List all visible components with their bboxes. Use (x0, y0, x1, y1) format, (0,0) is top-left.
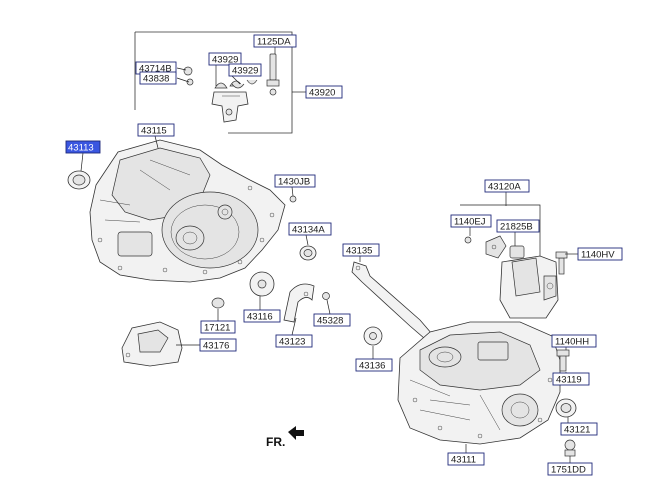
bracket-43176-part (121, 321, 183, 367)
part-label-text: 1140EJ (454, 217, 486, 228)
part-label-43929-b[interactable]: 43929 (228, 63, 262, 77)
part-label-text: 21825B (500, 222, 533, 233)
part-label-text: 43135 (346, 246, 372, 257)
bolt-43119-part (556, 349, 570, 372)
bolt-1140ej-part (464, 236, 472, 244)
part-label-text: 43136 (359, 361, 385, 372)
part-label-43929-a[interactable]: 43929 (208, 52, 242, 66)
bolt-1430jb-part (289, 195, 297, 203)
plate-43116-part (249, 271, 275, 297)
transmission-case-left (89, 139, 286, 283)
part-label-text: 43111 (451, 455, 476, 466)
part-label-text: 43929 (212, 55, 238, 66)
part-label-text: 45328 (317, 316, 343, 327)
washer-17121-part (211, 297, 225, 309)
part-label-43176[interactable]: 43176 (199, 338, 237, 352)
part-label-text: 43121 (564, 425, 590, 436)
part-label-text: 43176 (203, 341, 229, 352)
part-label-43119[interactable]: 43119 (552, 372, 590, 386)
bolt-45328-part (322, 292, 330, 300)
part-label-43111[interactable]: 43111 (447, 452, 485, 466)
part-label-1140HH[interactable]: 1140HH (551, 334, 597, 348)
part-label-43136[interactable]: 43136 (355, 358, 393, 372)
part-label-43920[interactable]: 43920 (305, 85, 343, 99)
part-label-43123[interactable]: 43123 (275, 334, 313, 348)
part-label-1140EJ[interactable]: 1140EJ (450, 214, 492, 228)
group-box-shift (135, 31, 293, 134)
part-label-text: 1140HV (581, 250, 615, 261)
part-label-1140HV[interactable]: 1140HV (577, 247, 623, 261)
part-label-text: 17121 (204, 323, 230, 334)
part-label-text: 43838 (143, 74, 169, 85)
bracket-1140ej-part (485, 235, 507, 259)
part-label-43113[interactable]: 43113 (65, 140, 101, 154)
part-label-1751DD[interactable]: 1751DD (547, 462, 593, 476)
part-label-43121[interactable]: 43121 (560, 422, 598, 436)
part-label-1125DA[interactable]: 1125DA (253, 34, 297, 48)
part-label-text: 43115 (141, 126, 167, 137)
shift-lever-part (211, 80, 249, 123)
front-arrow-icon (288, 426, 304, 440)
part-label-43135[interactable]: 43135 (342, 243, 380, 257)
rod-43135-part (351, 261, 433, 339)
part-label-text: 1125DA (257, 37, 291, 48)
part-label-text: 43120A (488, 182, 521, 193)
transmission-case-right (397, 321, 561, 445)
front-direction-indicator: FR. (266, 426, 304, 449)
part-label-21825B[interactable]: 21825B (496, 219, 540, 233)
part-label-43120A[interactable]: 43120A (484, 179, 530, 193)
part-label-text: 43119 (556, 375, 582, 386)
part-label-1430JB[interactable]: 1430JB (274, 174, 316, 188)
bolt-1140hv-part (555, 251, 568, 275)
seal-43134a-part (299, 245, 317, 261)
part-label-text: 43113 (68, 143, 94, 154)
part-label-43115[interactable]: 43115 (137, 123, 175, 137)
part-label-text: 43920 (309, 88, 335, 99)
plug-1751dd-part (564, 439, 576, 457)
seal-43136-part (363, 326, 383, 346)
leader-lines (80, 47, 578, 463)
oil-seal-43113-part (67, 170, 91, 190)
mount-43120a-part (499, 255, 559, 319)
part-label-43838[interactable]: 43838 (139, 71, 177, 85)
cap-21825b-part (509, 245, 525, 259)
part-label-text: 43123 (279, 337, 305, 348)
part-label-text: 43929 (232, 66, 258, 77)
fork-43123-part (283, 283, 315, 323)
part-label-43116[interactable]: 43116 (243, 309, 281, 323)
part-label-43134A[interactable]: 43134A (288, 222, 332, 236)
clip-part (231, 79, 258, 89)
seal-43121-part (555, 398, 577, 418)
part-label-text: 43134A (292, 225, 325, 236)
part-label-text: 43714B (139, 64, 172, 75)
front-direction-label: FR. (266, 435, 285, 449)
part-label-text: 43116 (247, 312, 273, 323)
washer-part (183, 66, 194, 86)
part-label-45328[interactable]: 45328 (313, 313, 351, 327)
part-label-17121[interactable]: 17121 (200, 320, 236, 334)
part-label-text: 1430JB (278, 177, 310, 188)
bolt-small-part (266, 53, 280, 96)
part-label-text: 1140HH (555, 337, 589, 348)
part-label-text: 1751DD (551, 465, 586, 476)
